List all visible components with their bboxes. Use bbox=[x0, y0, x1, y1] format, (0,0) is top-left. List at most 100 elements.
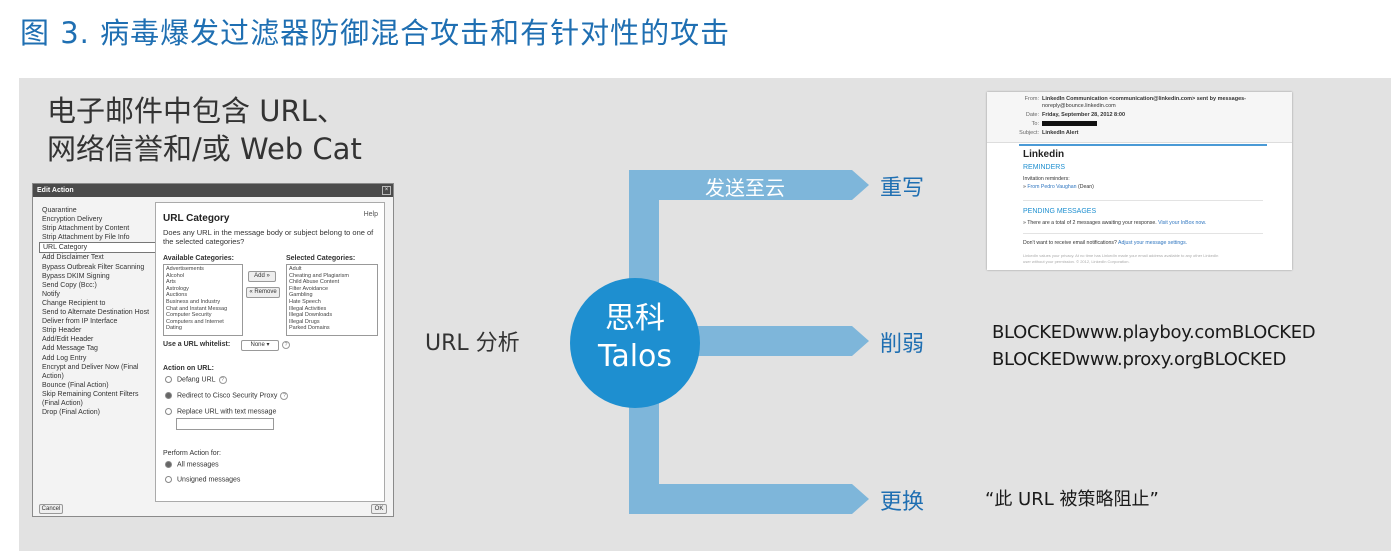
action-item[interactable]: Bypass Outbreak Filter Scanning bbox=[42, 263, 145, 271]
email-link[interactable]: From Pedro Vaughan bbox=[1027, 184, 1077, 190]
unsigned-messages-radio[interactable]: Unsigned messages bbox=[165, 476, 240, 483]
left-title-line-2: 网络信誉和/或 Web Cat bbox=[47, 132, 362, 166]
list-item[interactable]: Gambling bbox=[289, 292, 313, 299]
person-role: (Dean) bbox=[1076, 184, 1094, 190]
list-item[interactable]: Illegal Downloads bbox=[289, 312, 333, 319]
action-item[interactable]: Bounce (Final Action) bbox=[42, 381, 109, 389]
help-icon[interactable]: ? bbox=[280, 392, 289, 401]
replacement-message: “此 URL 被策略阻止” bbox=[985, 489, 1159, 510]
selected-categories-list[interactable]: Adult Cheating and Plagiarism Child Abus… bbox=[286, 264, 378, 336]
available-categories-list[interactable]: Advertisements Alcohol Arts Astrology Au… bbox=[163, 264, 243, 336]
list-item[interactable]: Cheating and Plagiarism bbox=[289, 272, 349, 279]
help-icon[interactable]: ? bbox=[218, 376, 227, 385]
pending-text: » There are a total of 2 messages awaiti… bbox=[1023, 220, 1206, 226]
blocked-url-2: BLOCKEDwww.proxy.orgBLOCKED bbox=[992, 349, 1287, 370]
list-item[interactable]: Arts bbox=[166, 279, 176, 286]
list-item[interactable]: Hate Speech bbox=[289, 298, 321, 305]
radio-label: Unsigned messages bbox=[177, 476, 241, 484]
action-item[interactable]: Encrypt and Deliver Now (Final bbox=[42, 363, 139, 371]
action-item[interactable]: Strip Attachment by Content bbox=[42, 225, 130, 233]
list-item[interactable]: Chat and Instant Messag bbox=[166, 305, 228, 312]
ok-button[interactable]: OK bbox=[371, 504, 387, 514]
invitation-item: » From Pedro Vaughan (Dean) bbox=[1023, 184, 1094, 190]
list-item[interactable]: Computers and Internet bbox=[166, 318, 224, 325]
email-footer-2: user without your permission. © 2012, Li… bbox=[1023, 259, 1130, 264]
action-item[interactable]: Send Copy (Bcc:) bbox=[42, 281, 97, 289]
list-item[interactable]: Computer Security bbox=[166, 312, 212, 319]
action-item[interactable]: Strip Attachment by File Info bbox=[42, 234, 130, 242]
defang-url-radio[interactable]: Defang URL? bbox=[165, 376, 227, 385]
action-item[interactable]: Deliver from IP Interface bbox=[42, 318, 118, 326]
action-item[interactable]: Send to Alternate Destination Host bbox=[42, 309, 150, 317]
email-from-value: LinkedIn Communication <communication@li… bbox=[1042, 96, 1247, 102]
email-subject-value: LinkedIn Alert bbox=[1042, 130, 1079, 136]
replace-url-radio[interactable]: Replace URL with text message bbox=[165, 408, 276, 415]
invitation-text: Invitation reminders: bbox=[1023, 176, 1070, 182]
action-item[interactable]: Encryption Delivery bbox=[42, 216, 103, 224]
action-item[interactable]: Change Recipient to bbox=[42, 299, 106, 307]
list-item[interactable]: Astrology bbox=[166, 285, 189, 292]
perform-action-label: Perform Action for: bbox=[163, 450, 221, 457]
pending-message: » There are a total of 2 messages awaiti… bbox=[1023, 220, 1159, 226]
action-on-url-label: Action on URL: bbox=[163, 365, 214, 372]
email-separator bbox=[1023, 200, 1263, 201]
branch-label-rewrite: 重写 bbox=[880, 176, 925, 201]
list-item[interactable]: Adult bbox=[289, 266, 302, 272]
email-from-value-2: noreply@bounce.linkedin.com bbox=[1042, 103, 1116, 109]
list-item[interactable]: Business and Industry bbox=[166, 298, 221, 305]
action-item[interactable]: Add Message Tag bbox=[42, 345, 98, 353]
action-list: Quarantine Encryption Delivery Strip Att… bbox=[39, 206, 157, 417]
list-item[interactable]: Auctions bbox=[166, 292, 188, 299]
action-item-selected[interactable]: URL Category bbox=[39, 242, 157, 254]
action-item[interactable]: Add Disclaimer Text bbox=[42, 254, 104, 262]
action-item[interactable]: Add/Edit Header bbox=[42, 336, 94, 344]
action-item[interactable]: Strip Header bbox=[42, 327, 82, 335]
action-item[interactable]: Notify bbox=[42, 290, 60, 298]
list-item[interactable]: Dating bbox=[166, 325, 182, 332]
reminders-heading: REMINDERS bbox=[1023, 164, 1066, 171]
email-subject-key: Subject: bbox=[1019, 130, 1039, 136]
replacement-text-input[interactable] bbox=[176, 418, 274, 430]
action-item[interactable]: Add Log Entry bbox=[42, 354, 87, 362]
blocked-urls: BLOCKEDwww.playboy.comBLOCKED BLOCKEDwww… bbox=[992, 319, 1316, 373]
chevron-down-icon: ▾ bbox=[266, 342, 270, 348]
help-link[interactable]: Help bbox=[363, 211, 378, 218]
available-categories-label: Available Categories: bbox=[163, 255, 234, 262]
dialog-title-bar: Edit Action bbox=[33, 184, 393, 197]
remove-category-button[interactable]: « Remove bbox=[246, 287, 280, 298]
action-item[interactable]: (Final Action) bbox=[42, 399, 83, 407]
url-analysis-label: URL 分析 bbox=[425, 331, 520, 356]
action-item[interactable]: Bypass DKIM Signing bbox=[42, 272, 110, 280]
radio-label: All messages bbox=[177, 461, 219, 469]
action-item[interactable]: Quarantine bbox=[42, 207, 77, 214]
cancel-button[interactable]: Cancel bbox=[39, 504, 63, 514]
selected-categories-label: Selected Categories: bbox=[286, 255, 356, 262]
action-item[interactable]: Skip Remaining Content Filters bbox=[42, 390, 139, 398]
email-link[interactable]: Visit your InBox now. bbox=[1158, 220, 1207, 226]
action-item[interactable]: Action) bbox=[42, 372, 64, 380]
email-from-key: From: bbox=[1024, 96, 1039, 102]
branch-label-replace: 更换 bbox=[880, 490, 925, 515]
list-item[interactable]: Illegal Activities bbox=[289, 305, 327, 312]
close-icon[interactable]: × bbox=[382, 186, 391, 195]
add-category-button[interactable]: Add » bbox=[248, 271, 276, 282]
all-messages-radio[interactable]: All messages bbox=[165, 461, 219, 468]
list-item[interactable]: Filter Avoidance bbox=[289, 285, 329, 292]
left-title-line-1: 电子邮件中包含 URL、 bbox=[47, 94, 346, 128]
talos-line-2: Talos bbox=[597, 339, 673, 374]
list-item[interactable]: Illegal Drugs bbox=[289, 318, 320, 325]
talos-line-1: 思科 bbox=[605, 301, 665, 336]
whitelist-select[interactable]: None ▾ bbox=[241, 340, 279, 351]
redirect-proxy-radio[interactable]: Redirect to Cisco Security Proxy? bbox=[165, 392, 289, 401]
list-item[interactable]: Advertisements bbox=[166, 266, 204, 272]
arrow-right-icon bbox=[852, 484, 869, 514]
email-link[interactable]: Adjust your message settings. bbox=[1118, 240, 1188, 246]
list-item[interactable]: Alcohol bbox=[166, 272, 185, 279]
radio-icon bbox=[165, 408, 172, 415]
help-icon[interactable]: ? bbox=[282, 341, 290, 349]
list-item[interactable]: Parked Domains bbox=[289, 325, 330, 332]
list-item[interactable]: Child Abuse Content bbox=[289, 279, 340, 286]
action-item[interactable]: Drop (Final Action) bbox=[42, 409, 100, 417]
email-footer-1: LinkedIn values your privacy. At no time… bbox=[1023, 253, 1219, 258]
branch-bottom bbox=[629, 484, 852, 514]
